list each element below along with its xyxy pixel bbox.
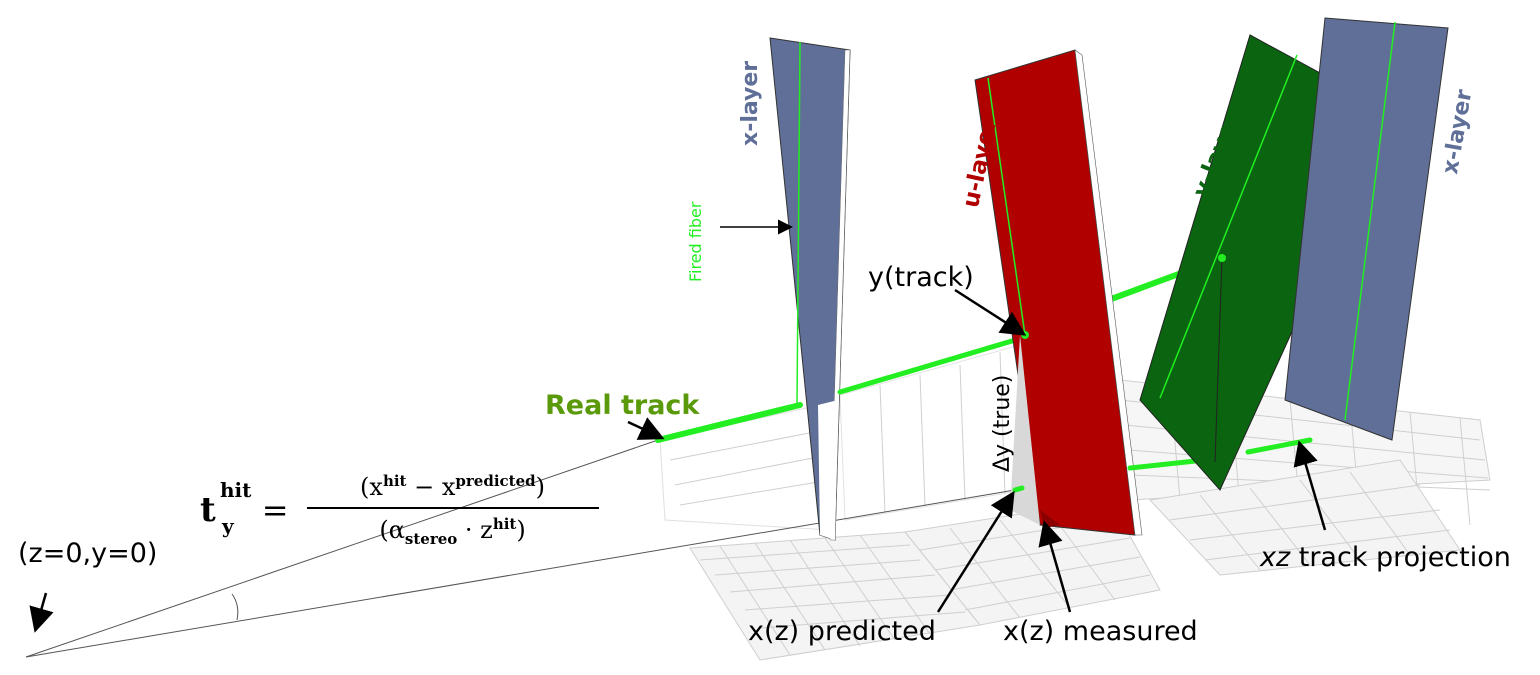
formula-numerator: (xhit − xpredicted) (360, 472, 545, 501)
x-predicted-label: x(z) predicted (748, 616, 936, 647)
formula-equals: = (261, 490, 289, 529)
x-layer-right-plane (1284, 17, 1449, 441)
xz-rest: track projection (1290, 542, 1511, 573)
x-measured-label: x(z) measured (1003, 616, 1198, 647)
annotation-arrows (29, 219, 1327, 633)
fired-fiber-label: Fired fiber (686, 201, 705, 282)
xz-italic: xz (1260, 542, 1291, 573)
x-layer-left-label: x-layer (738, 60, 763, 146)
formula-denominator: (αstereo · zhit) (379, 515, 526, 548)
origin-label: (z=0,y=0) (18, 538, 158, 569)
fraction-bar (306, 507, 599, 509)
y-track-label: y(track) (868, 262, 974, 293)
xz-track-projection-label: xz track projection (1260, 544, 1511, 571)
delta-y-true-label: Δy (true) (990, 374, 1015, 472)
sight-lines (25, 439, 1016, 658)
formula-fraction: (xhit − xpredicted) (αstereo · zhit) (306, 472, 599, 548)
x-layer-left-plane (769, 37, 851, 541)
real-track-label: Real track (545, 390, 700, 421)
u-layer-plane (974, 49, 1143, 536)
